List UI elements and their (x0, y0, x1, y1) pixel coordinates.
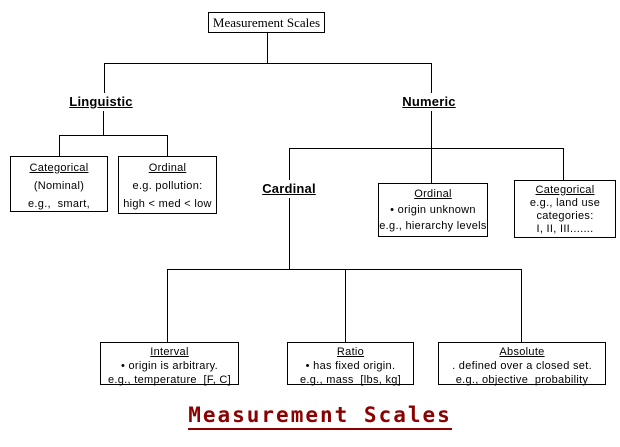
connector-line (289, 148, 564, 149)
linguistic-label-text: Linguistic (69, 94, 133, 109)
connector-line (104, 63, 105, 93)
node-line: e.g. pollution: (132, 180, 203, 192)
branch-label-numeric: Numeric (379, 94, 479, 109)
node-line: . defined over a closed set. (452, 360, 592, 372)
node-line: • has fixed origin. (305, 360, 396, 372)
connector-line (345, 269, 346, 343)
node-line: e.g., objective probability (455, 374, 589, 386)
node-line: (Nominal) (33, 180, 85, 192)
node-line: categories: (536, 210, 594, 222)
node-interval: Interval • origin is arbitrary. e.g., te… (100, 342, 239, 386)
node-title: Ratio (336, 346, 365, 358)
diagram-caption: Measurement Scales (110, 403, 530, 430)
node-line: high < med < low (123, 198, 212, 210)
node-categorical-nominal: Categorical (Nominal) e.g., smart, (10, 156, 108, 212)
connector-line (59, 135, 168, 136)
node-title: Interval (150, 346, 189, 358)
connector-line (431, 148, 432, 184)
node-ratio: Ratio • has fixed origin. e.g., mass [lb… (287, 342, 414, 386)
branch-label-cardinal: Cardinal (239, 181, 339, 196)
connector-line (167, 269, 168, 343)
connector-line (167, 269, 522, 270)
diagram-caption-text: Measurement Scales (188, 403, 452, 430)
cardinal-label-text: Cardinal (262, 181, 316, 196)
node-title: Categorical (29, 162, 89, 174)
connector-line (521, 269, 522, 343)
numeric-label-text: Numeric (402, 94, 456, 109)
node-line: e.g., temperature [F, C] (107, 374, 232, 386)
connector-line (563, 148, 564, 181)
node-ordinal-numeric: Ordinal • origin unknown e.g., hierarchy… (378, 183, 488, 237)
node-line: I, II, III....... (536, 223, 594, 235)
connector-line (289, 148, 290, 180)
node-ordinal-linguistic: Ordinal e.g. pollution: high < med < low (118, 156, 217, 214)
node-line: • origin is arbitrary. (120, 360, 219, 372)
connector-line (289, 198, 290, 270)
connector-line (59, 135, 60, 157)
node-line: • origin unknown (390, 204, 476, 216)
connector-line (167, 135, 168, 157)
node-title: Categorical (535, 184, 595, 196)
root-node-label: Measurement Scales (212, 15, 321, 30)
connector-line (103, 111, 104, 136)
connector-line (104, 63, 432, 64)
root-node-measurement-scales: Measurement Scales (208, 12, 325, 33)
node-title: Absolute (499, 346, 545, 358)
branch-label-linguistic: Linguistic (51, 94, 151, 109)
node-title: Ordinal (414, 188, 452, 200)
node-line: e.g., land use (529, 197, 601, 209)
node-title: Ordinal (148, 162, 187, 174)
connector-line (267, 33, 268, 63)
connector-line (431, 63, 432, 93)
node-line: e.g., mass [lbs, kg] (299, 374, 402, 386)
connector-line (431, 111, 432, 149)
node-categorical-numeric: Categorical e.g., land use categories: I… (514, 180, 616, 238)
node-absolute: Absolute . defined over a closed set. e.… (438, 342, 606, 386)
node-line: e.g., smart, (28, 198, 90, 210)
node-line: e.g., hierarchy levels (379, 220, 487, 232)
